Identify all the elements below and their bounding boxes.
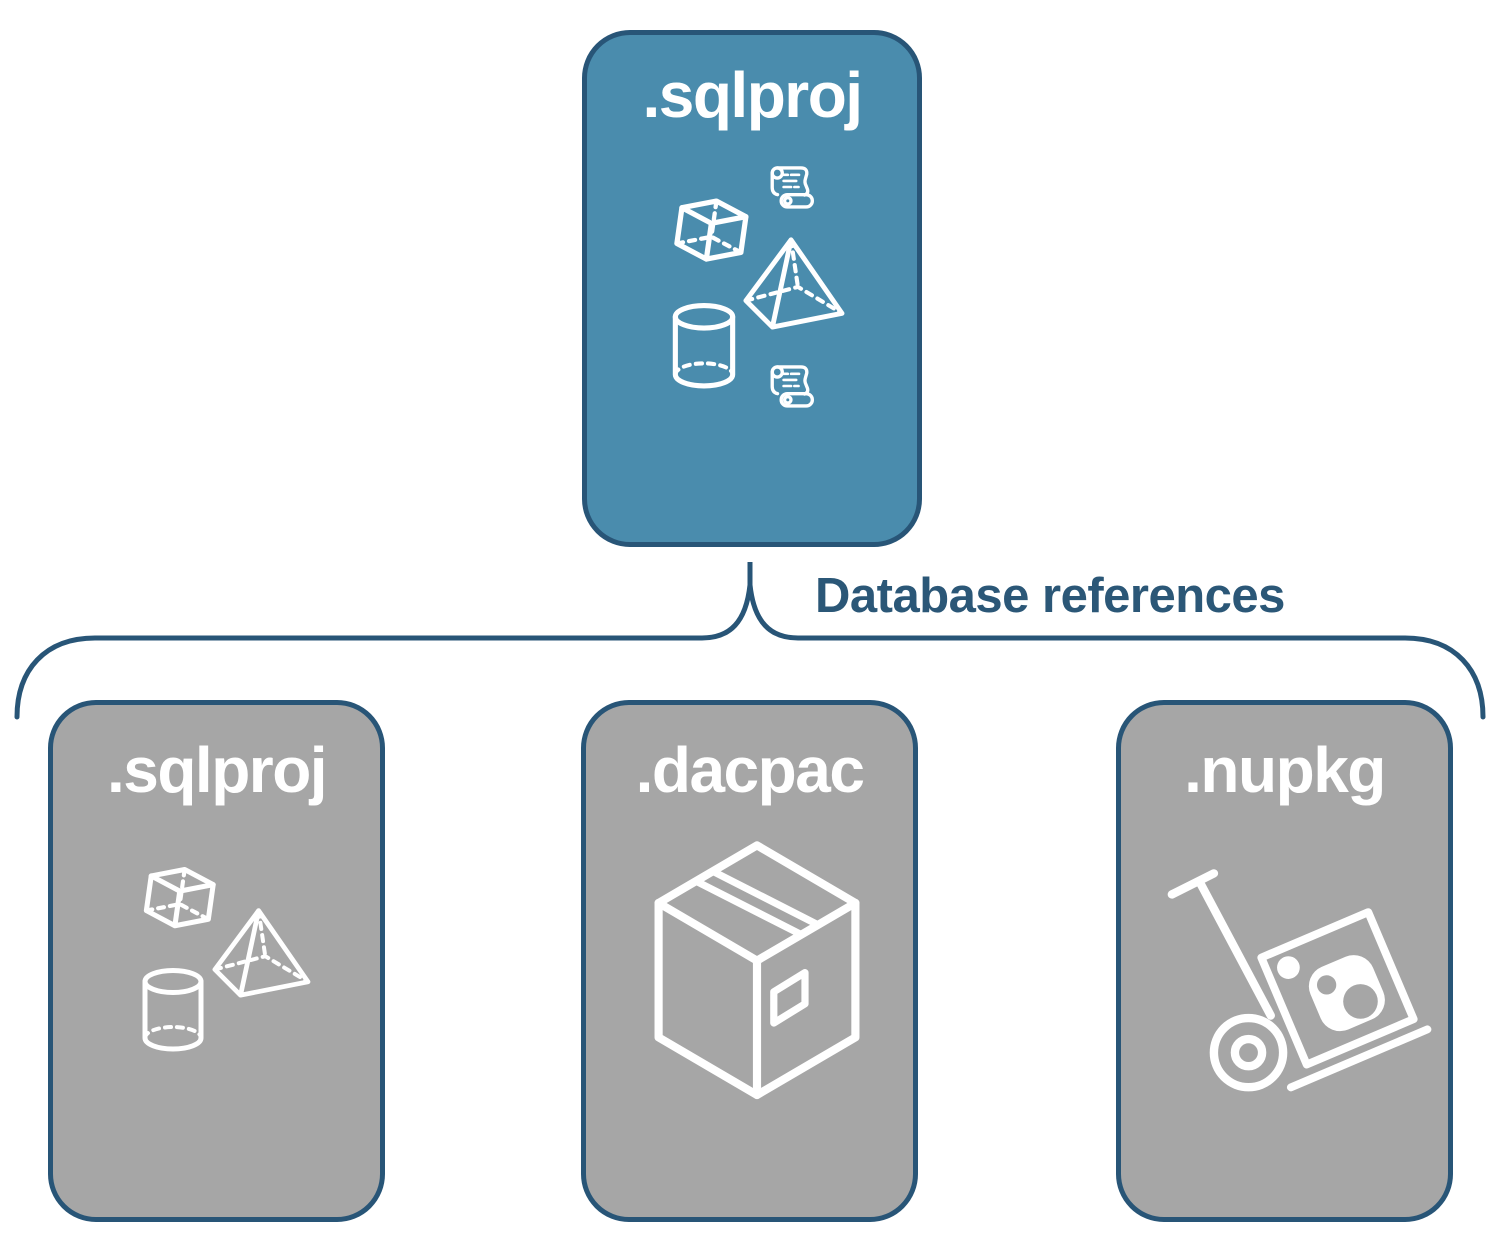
hand-truck-nuget-icon	[1162, 845, 1432, 1107]
card-dacpac: .dacpac	[581, 700, 918, 1222]
card-title: .nupkg	[1184, 734, 1386, 806]
package-box-icon	[637, 833, 877, 1105]
card-title: .sqlproj	[106, 734, 328, 806]
pyramid-icon	[738, 232, 848, 330]
cylinder-icon	[668, 303, 740, 391]
connector-label: Database references	[815, 569, 1285, 623]
card-sqlproj-child: .sqlproj	[48, 700, 385, 1222]
pyramid-icon	[207, 903, 314, 998]
card-title: .sqlproj	[642, 59, 863, 131]
scroll-icon	[764, 159, 820, 215]
card-title: .dacpac	[635, 734, 865, 806]
cylinder-icon	[138, 968, 208, 1054]
cube-icon	[660, 183, 755, 278]
scroll-icon	[764, 358, 820, 414]
cube-icon	[130, 852, 222, 944]
